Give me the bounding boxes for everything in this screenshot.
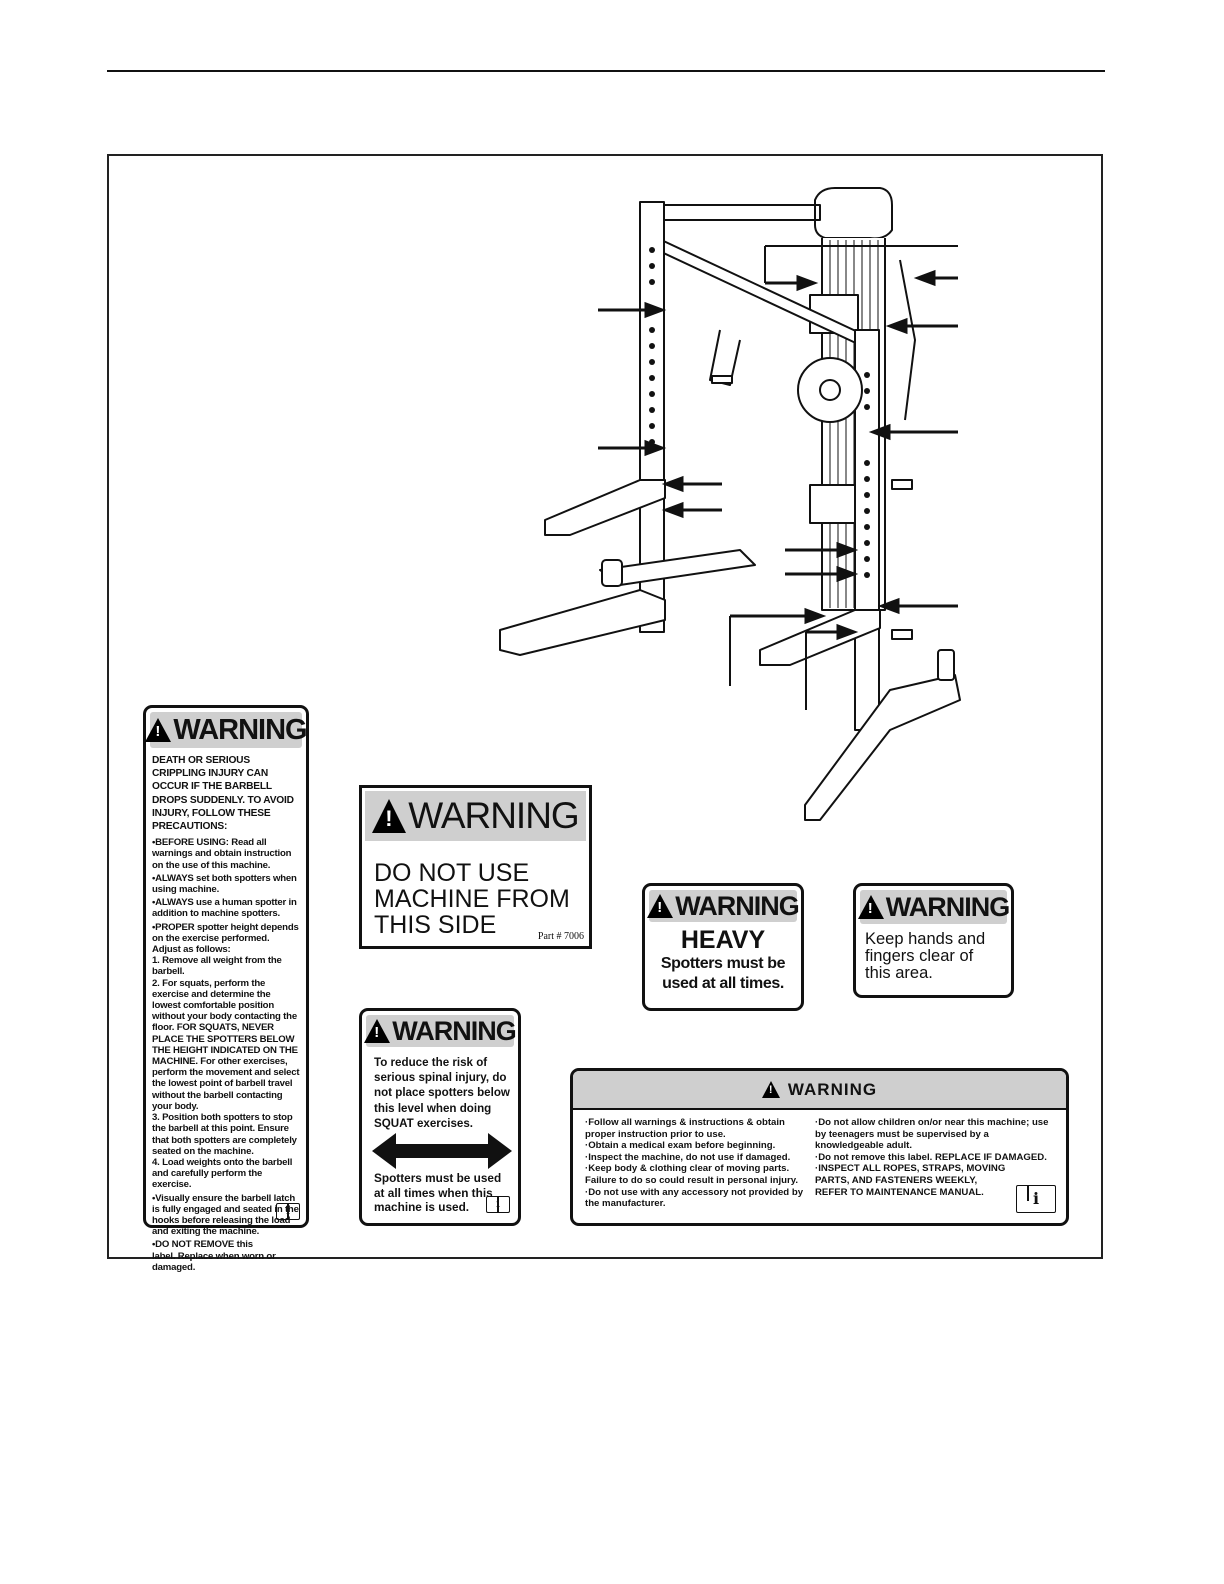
list-item: ·INSPECT ALL ROPES, STRAPS, MOVING PARTS… <box>815 1163 1006 1198</box>
warning-triangle-icon <box>145 718 172 742</box>
spotter-warning-label: WARNING DEATH OR SERIOUS CRIPPLING INJUR… <box>143 705 309 1273</box>
label-header: WARNING <box>365 791 586 841</box>
list-item: ·Do not allow children on/or near this m… <box>815 1117 1049 1152</box>
general-column-right: ·Do not allow children on/or near this m… <box>811 1117 1059 1210</box>
list-item: ·Do not use with any accessory not provi… <box>585 1186 804 1210</box>
list-item: •BEFORE USING: Read all warnings and obt… <box>152 837 292 871</box>
double-arrow-icon <box>372 1133 512 1169</box>
list-item: ·Obtain a medical exam before beginning. <box>585 1140 776 1152</box>
list-item: •DO NOT REMOVE this label. Replace when … <box>152 1239 276 1273</box>
list-item: ·Inspect the machine, do not use if dama… <box>585 1151 791 1163</box>
list-item: 3. Position both spotters to stop the ba… <box>152 1112 297 1157</box>
part-number: Part # 7006 <box>537 931 584 942</box>
manual-info-icon: i <box>486 1196 510 1213</box>
machine-illustration <box>499 187 961 821</box>
general-warning-label: WARNING ·Follow all warnings & instructi… <box>570 1068 1069 1226</box>
heavy-warning-label: WARNING HEAVY Spotters must be used at a… <box>642 883 804 1011</box>
hands-warning-label: WARNING Keep hands and fingers clear of … <box>853 883 1014 998</box>
list-item: ·Do not remove this label. REPLACE IF DA… <box>815 1151 1047 1163</box>
label-header: WARNING <box>145 712 308 748</box>
list-item: 4. Load weights onto the barbell and car… <box>152 1156 293 1191</box>
squat-warning-label: WARNING To reduce the risk of serious sp… <box>359 1008 521 1226</box>
manual-info-icon: i <box>1016 1185 1056 1213</box>
header-rule <box>107 70 1105 72</box>
label-header: WARNING <box>573 1071 1066 1110</box>
manual-info-icon: i <box>276 1203 300 1220</box>
spotter-precaution-list: •BEFORE USING: Read all warnings and obt… <box>146 833 306 1273</box>
list-item: •PROPER spotter height depends on the ex… <box>152 921 299 956</box>
warning-triangle-icon <box>364 1019 391 1043</box>
hands-warning-text: Keep hands and fingers clear of this are… <box>865 930 986 982</box>
list-item: •Visually ensure the barbell latch is fu… <box>152 1192 299 1238</box>
label-header: WARNING <box>364 1015 517 1047</box>
list-item: 1. Remove all weight from the barbell. <box>152 955 282 978</box>
list-item: •ALWAYS use a human spotter in addition … <box>152 897 297 920</box>
list-item: 2. For squats, perform the exercise and … <box>152 977 300 1112</box>
warning-triangle-icon <box>647 894 674 918</box>
label-header: WARNING <box>647 890 800 922</box>
list-item: ·Keep body & clothing clear of moving pa… <box>585 1163 799 1186</box>
side-warning-text: DO NOT USE MACHINE FROM THIS SIDE <box>374 859 570 939</box>
warning-triangle-icon <box>761 1081 780 1098</box>
squat-warning-text: To reduce the risk of serious spinal inj… <box>374 1056 510 1130</box>
warning-triangle-icon <box>857 895 884 919</box>
side-warning-label: WARNING DO NOT USE MACHINE FROM THIS SID… <box>359 785 592 949</box>
label-header: WARNING <box>857 890 1010 924</box>
list-item: ·Follow all warnings & instructions & ob… <box>585 1117 785 1140</box>
heavy-heading: HEAVY <box>680 926 766 954</box>
list-item: •ALWAYS set both spotters when using mac… <box>152 872 297 896</box>
general-column-left: ·Follow all warnings & instructions & ob… <box>585 1117 811 1210</box>
spotter-intro: DEATH OR SERIOUS CRIPPLING INJURY CAN OC… <box>152 755 294 833</box>
squat-footer-text: Spotters must be used at all times when … <box>374 1171 502 1215</box>
heavy-warning-text: Spotters must be used at all times. <box>660 955 786 992</box>
illustration-frame <box>107 154 1103 1259</box>
warning-triangle-icon <box>372 799 407 833</box>
